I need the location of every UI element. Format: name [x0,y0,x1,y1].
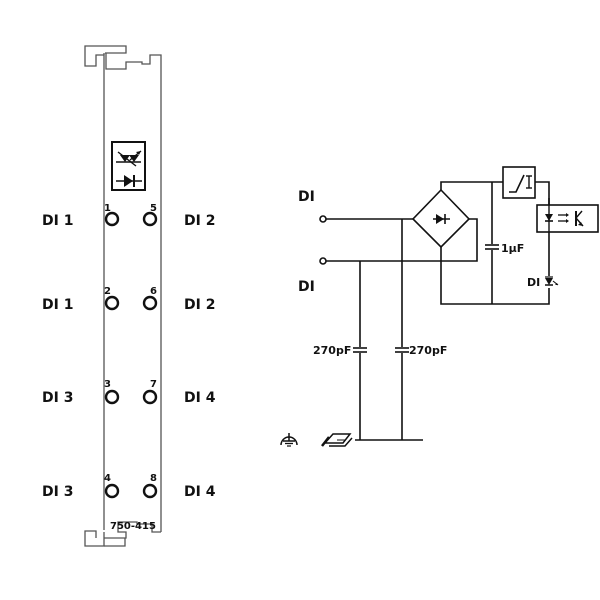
terminal-row-2: DI 1 2 6 DI 2 [42,286,215,313]
terminal-connector[interactable] [104,389,120,405]
right-label: DI 2 [184,297,215,313]
input-terminal-top [319,215,327,223]
terminal-connector[interactable] [142,483,158,499]
terminal-number: 8 [150,473,157,484]
terminal-number: 1 [104,203,111,214]
bridge-rectifier-icon [411,188,471,249]
part-number: 750-415 [110,521,156,532]
right-label: DI 4 [184,390,216,406]
terminal-number: 7 [150,379,157,390]
circuit-schematic: DI DI 1µF [280,166,599,447]
cap-right-label: 270pF [409,344,447,357]
wire [440,181,503,190]
protective-earth-icon [280,433,298,447]
left-label: DI 3 [42,484,73,500]
terminal-number: 6 [150,286,157,297]
module-frame [84,45,162,547]
terminal-row-3: DI 3 3 7 DI 4 [42,379,216,406]
terminal-connector[interactable] [142,211,158,227]
din-rail-icon [321,433,353,447]
terminal-number: 2 [104,286,111,297]
terminal-connector[interactable] [104,295,120,311]
input-top-label: DI [298,189,315,205]
cap-1uf-label: 1µF [501,242,524,255]
terminal-connector[interactable] [142,389,158,405]
terminal-row-1: DI 1 1 5 DI 2 [42,203,215,229]
terminal-connector[interactable] [104,483,120,499]
right-label: DI 4 [184,484,216,500]
wire [440,198,550,305]
input-bottom-label: DI [298,279,315,295]
left-label: DI 1 [42,297,73,313]
capacitor-270pf-left [353,347,367,353]
input-terminal-bottom [319,257,327,265]
left-label: DI 3 [42,390,73,406]
left-label: DI 1 [42,213,73,229]
capacitor-270pf-right [395,347,409,353]
terminal-connector[interactable] [142,295,158,311]
led-icon [544,276,559,288]
right-label: DI 2 [184,213,215,229]
terminal-number: 3 [104,379,111,390]
optocoupler-icon [536,204,599,233]
led-label: DI [527,276,540,289]
terminal-row-4: DI 3 4 8 DI 4 [42,473,216,500]
capacitor-1uf [485,244,499,250]
cap-left-label: 270pF [313,344,351,357]
terminal-number: 4 [104,473,111,484]
current-limiter-icon [502,166,536,199]
terminal-connector[interactable] [104,211,120,227]
terminal-number: 5 [150,203,157,214]
wire [535,181,550,205]
led-diode-symbol-icon [111,141,146,191]
